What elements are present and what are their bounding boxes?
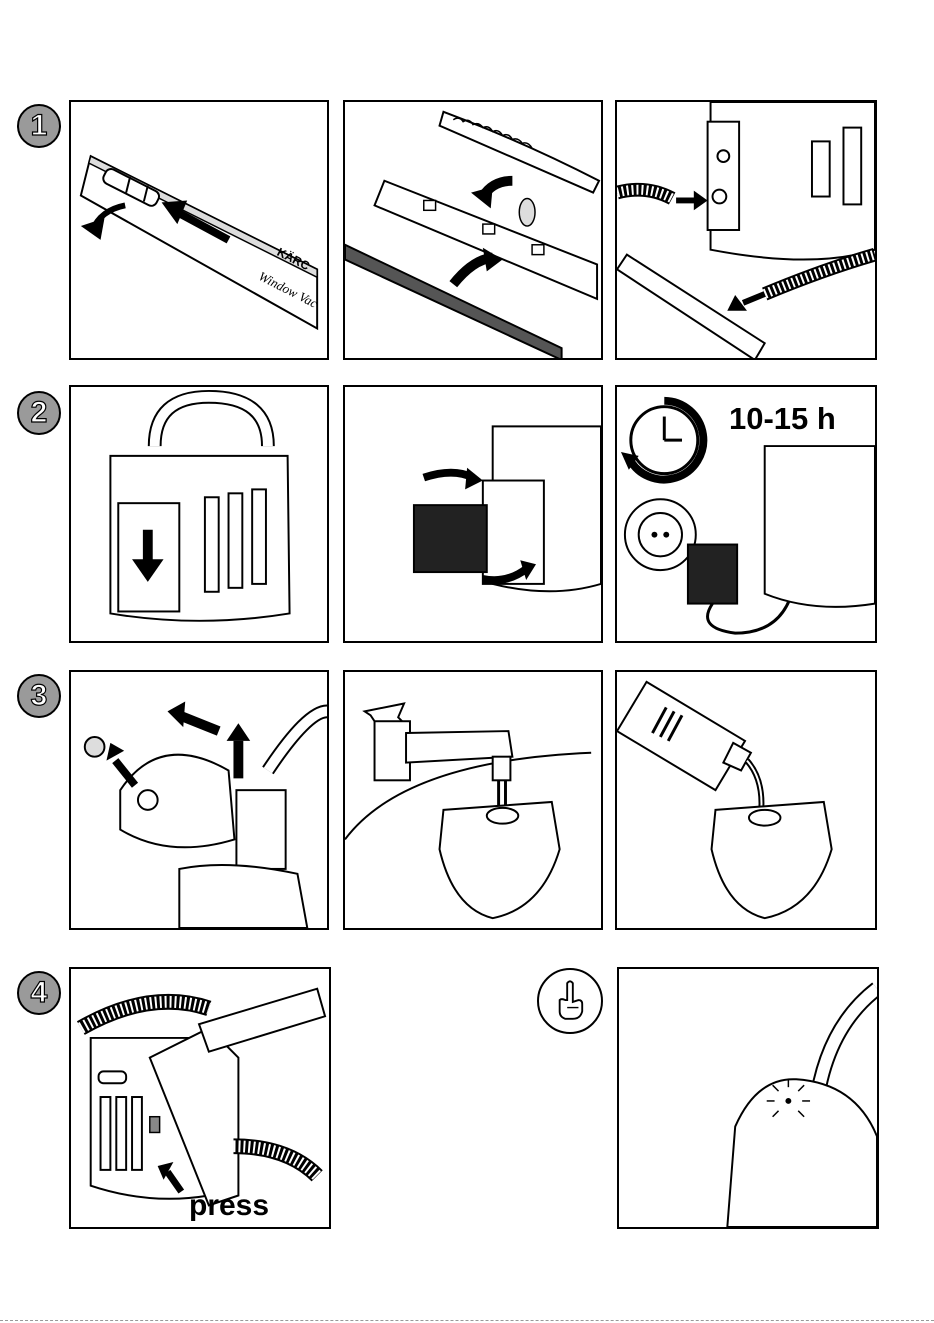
step-1-badge: 1	[17, 104, 61, 148]
wiper-blade-illustration	[71, 102, 327, 358]
battery-insert-illustration	[345, 387, 601, 641]
step-2-number: 2	[31, 398, 48, 428]
step-3-badge: 3	[17, 674, 61, 718]
blade-assembly-illustration	[345, 102, 601, 358]
panel-2c-charge-battery: 10-15 h	[615, 385, 877, 643]
rinse-illustration	[345, 672, 601, 928]
hose-connection-illustration	[617, 102, 875, 358]
step-4-number: 4	[31, 978, 48, 1008]
charge-duration-label: 10-15 h	[729, 401, 836, 437]
step-1-number: 1	[31, 111, 48, 141]
panel-1a-wiper-blade-removal: KÄRC Window Vac	[69, 100, 329, 360]
step-3-number: 3	[31, 681, 48, 711]
panel-4a-press-button: press	[69, 967, 331, 1229]
battery-cover-illustration	[71, 387, 327, 641]
step-2-badge: 2	[17, 391, 61, 435]
panel-3c-fill-detergent	[615, 670, 877, 930]
nozzle-removal-illustration	[71, 672, 327, 928]
step-4-badge: 4	[17, 971, 61, 1015]
page-footer-rule	[0, 1320, 934, 1321]
detergent-fill-illustration	[617, 672, 875, 928]
panel-1c-connect-hose	[615, 100, 877, 360]
panel-4b-indicator-light	[617, 967, 879, 1229]
panel-3b-rinse-tank	[343, 670, 603, 930]
panel-2b-insert-battery	[343, 385, 603, 643]
panel-2a-open-battery-cover	[69, 385, 329, 643]
pointing-hand-icon	[537, 968, 603, 1034]
press-label: press	[189, 1189, 269, 1223]
indicator-light-illustration	[619, 969, 877, 1227]
panel-1b-attach-wiper-blade	[343, 100, 603, 360]
panel-3a-remove-nozzle	[69, 670, 329, 930]
